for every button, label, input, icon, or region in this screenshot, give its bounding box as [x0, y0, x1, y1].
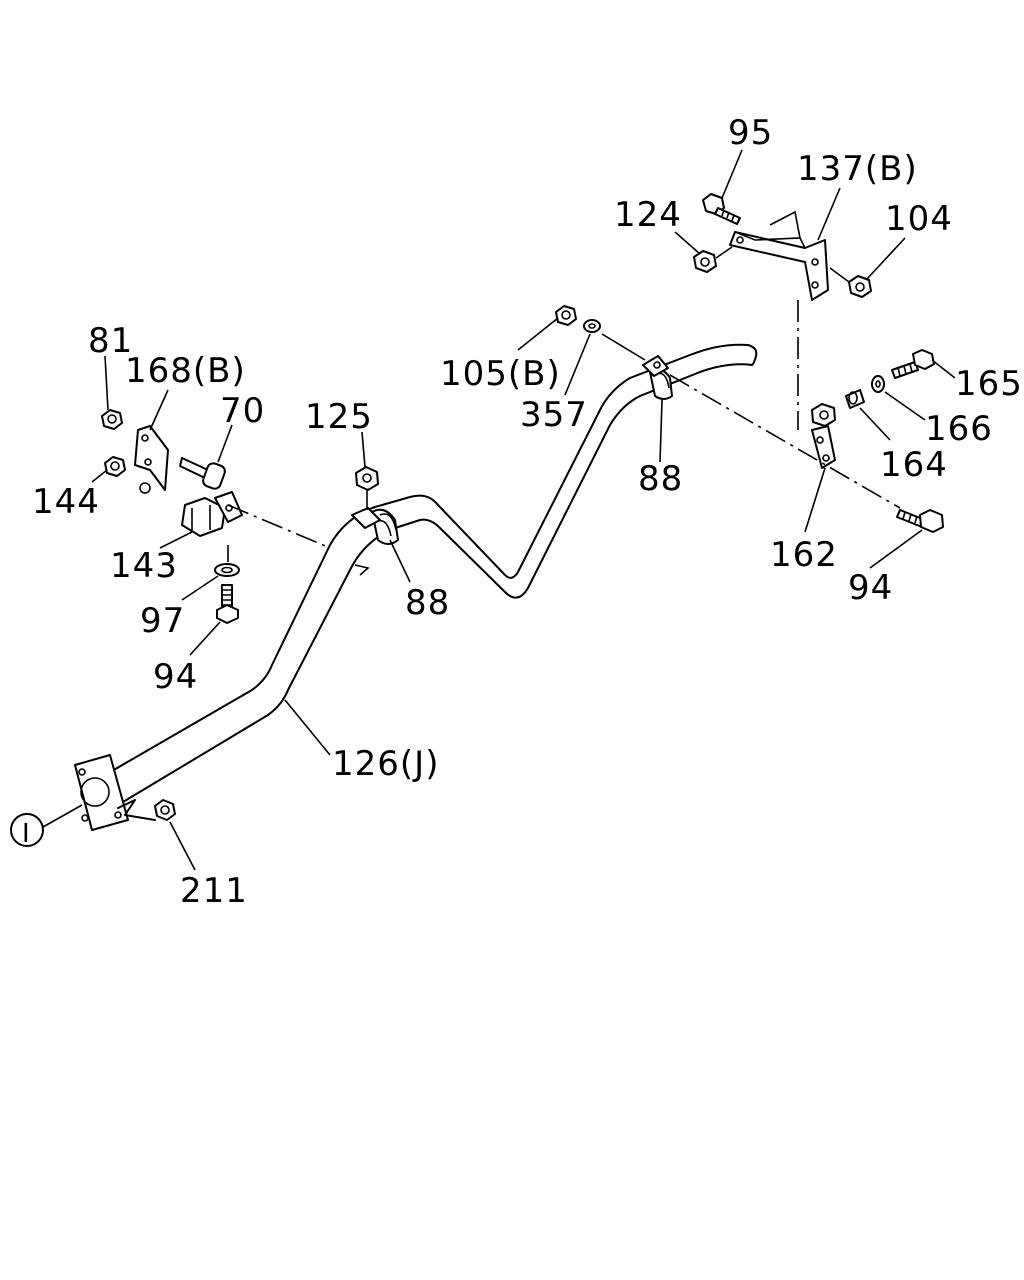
hanger-nut [811, 403, 836, 427]
label-95: 95 [728, 113, 773, 153]
reference-circle-i: I [10, 804, 83, 849]
centerline-left [227, 504, 331, 549]
centerline-right [669, 374, 901, 509]
washer-357 [583, 319, 601, 333]
nut-211 [154, 799, 176, 821]
rubber-mount-143 [181, 497, 226, 537]
label-211: 211 [180, 871, 248, 911]
label-357: 357 [520, 395, 588, 435]
label-88-center: 88 [405, 583, 450, 623]
label-165: 165 [955, 364, 1023, 404]
axis-line-clamp [601, 333, 646, 361]
nut-125 [355, 466, 379, 510]
bolt-94-left [216, 584, 239, 624]
leader-lines [91, 149, 956, 871]
label-97: 97 [140, 601, 185, 641]
label-162: 162 [770, 535, 838, 575]
label-143: 143 [110, 546, 178, 586]
reference-label: I [22, 819, 31, 849]
nut-105b [555, 305, 577, 326]
flange-nut-connector [117, 799, 156, 821]
clamp-bracket-right [642, 355, 669, 377]
label-81: 81 [88, 321, 133, 361]
label-104: 104 [885, 199, 953, 239]
nut-81 [101, 409, 123, 430]
washer-small [139, 482, 151, 494]
label-105b: 105(B) [440, 354, 561, 394]
bracket-168b [134, 425, 169, 491]
bracket-137b [729, 210, 829, 301]
label-164: 164 [880, 445, 948, 485]
label-168b: 168(B) [125, 351, 246, 391]
hanger-162 [811, 425, 836, 469]
bolt-70 [179, 457, 226, 490]
washer-97 [214, 563, 240, 577]
washer-166 [871, 375, 885, 393]
label-126j: 126(J) [332, 744, 439, 784]
label-137b: 137(B) [797, 149, 918, 189]
label-70: 70 [220, 391, 265, 431]
nut-124 [693, 246, 733, 273]
label-94-right: 94 [848, 568, 893, 608]
label-124: 124 [614, 195, 682, 235]
nut-104 [829, 267, 872, 298]
nut-144 [104, 456, 126, 477]
pipe-flange [74, 754, 129, 831]
bolt-94-right [896, 509, 944, 533]
collar-164 [845, 389, 865, 409]
label-88-right: 88 [638, 459, 683, 499]
label-125: 125 [305, 397, 373, 437]
bolt-165 [891, 349, 935, 379]
bolt-95 [702, 193, 741, 225]
exhaust-pipe-126j [104, 343, 758, 806]
label-144: 144 [32, 482, 100, 522]
mount-tab [354, 564, 370, 576]
label-166: 166 [925, 409, 993, 449]
clamp-bracket-center [351, 507, 381, 529]
label-94-left: 94 [153, 657, 198, 697]
